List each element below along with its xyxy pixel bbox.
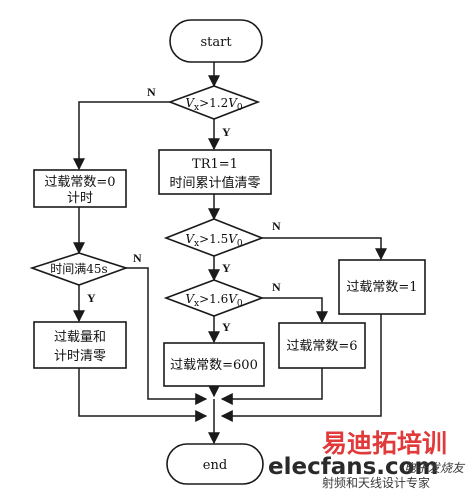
decision-v-over-1-2: Vx>1.2V0 xyxy=(167,85,261,120)
decision-v1-text: Vx>1.2V0 xyxy=(185,96,243,113)
watermark-site: elecfans.com xyxy=(268,454,438,480)
box-overload-6: 过载常数=6 xyxy=(278,322,366,369)
overload6-text: 过载常数=6 xyxy=(286,339,357,354)
connector-overload1-merge xyxy=(220,314,382,422)
box-clear-overload: 过载量和 计时清零 xyxy=(33,321,127,369)
box-overload-1: 过载常数=1 xyxy=(338,259,426,315)
connector-d2-overload1 xyxy=(262,237,387,261)
end-terminator: end xyxy=(166,443,264,485)
box-tr1-reset: TR1=1 时间累计值清零 xyxy=(158,149,272,195)
connector-overload6-merge xyxy=(220,368,323,405)
d2-no-label: N xyxy=(272,219,281,233)
overload0-line2: 计时 xyxy=(67,191,93,206)
decision-v3-text: Vx>1.6V0 xyxy=(185,292,243,309)
watermark-tagline: 射频和天线设计专家 xyxy=(322,475,430,490)
box-overload-0: 过载常数=0 计时 xyxy=(33,169,127,208)
watermark: 易迪拓培训 elecfans.com 电子发烧友 射频和天线设计专家 xyxy=(268,429,466,490)
tr1-line1: TR1=1 xyxy=(192,157,238,172)
time-yes-label: Y xyxy=(87,291,96,305)
tr1-line2: 时间累计值清零 xyxy=(169,175,260,191)
decision-v-over-1-6: Vx>1.6V0 xyxy=(163,279,265,317)
decision-v-over-1-5: Vx>1.5V0 xyxy=(163,218,265,257)
d3-yes-label: Y xyxy=(222,320,231,334)
time-decision-text: 时间满45s xyxy=(50,262,107,276)
clear-line2: 计时清零 xyxy=(54,349,106,364)
connector-d3-overload6 xyxy=(262,297,328,324)
time-no-label: N xyxy=(133,251,142,265)
decision-time-45s: 时间满45s xyxy=(29,252,129,286)
connector-time-no-merge xyxy=(126,267,208,405)
connector-clear-merge xyxy=(78,368,208,422)
overload1-text: 过载常数=1 xyxy=(346,280,417,295)
box-overload-600: 过载常数=600 xyxy=(163,342,265,387)
d3-no-label: N xyxy=(272,280,281,294)
d2-yes-label: Y xyxy=(222,261,231,275)
connector-d1-left-branch xyxy=(73,101,170,171)
start-label: start xyxy=(200,35,232,50)
overload600-text: 过载常数=600 xyxy=(170,358,258,373)
decision-v2-text: Vx>1.5V0 xyxy=(185,232,243,249)
watermark-brand-cn: 电子发烧友 xyxy=(404,461,466,475)
watermark-brand-red: 易迪拓培训 xyxy=(322,429,447,458)
clear-line1: 过载量和 xyxy=(54,330,106,345)
overload0-line1: 过载常数=0 xyxy=(44,175,115,190)
start-terminator: start xyxy=(169,19,263,63)
d1-no-label: N xyxy=(147,85,156,99)
end-label: end xyxy=(203,458,227,473)
d1-yes-label: Y xyxy=(222,125,231,139)
